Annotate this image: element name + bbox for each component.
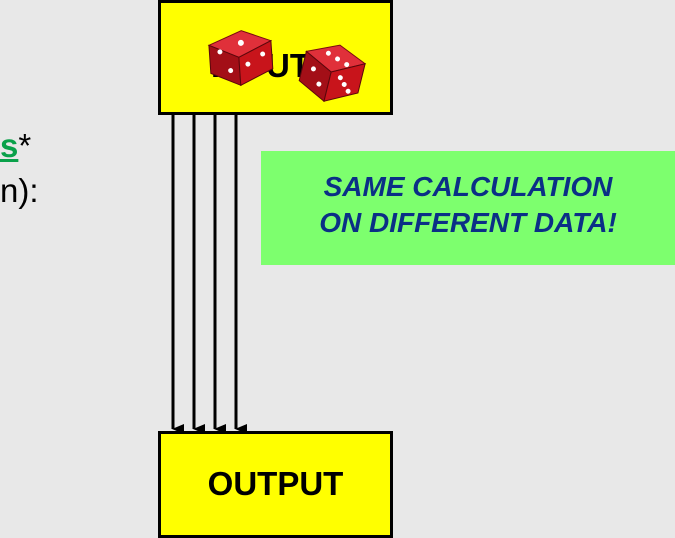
callout-line-1: SAME CALCULATION	[323, 171, 613, 202]
partial-text-line-2: n):	[0, 172, 39, 209]
callout-box: SAME CALCULATION ON DIFFERENT DATA!	[261, 151, 675, 265]
output-box: OUTPUT	[158, 431, 393, 538]
partial-asterisk: *	[18, 127, 32, 164]
dice-icon	[207, 30, 274, 87]
partial-green-text: s	[0, 127, 19, 164]
callout-line-2: ON DIFFERENT DATA!	[319, 207, 617, 238]
dice-icon	[298, 44, 367, 103]
partial-text-line-1: s*	[0, 127, 31, 165]
output-label: OUTPUT	[207, 465, 344, 502]
